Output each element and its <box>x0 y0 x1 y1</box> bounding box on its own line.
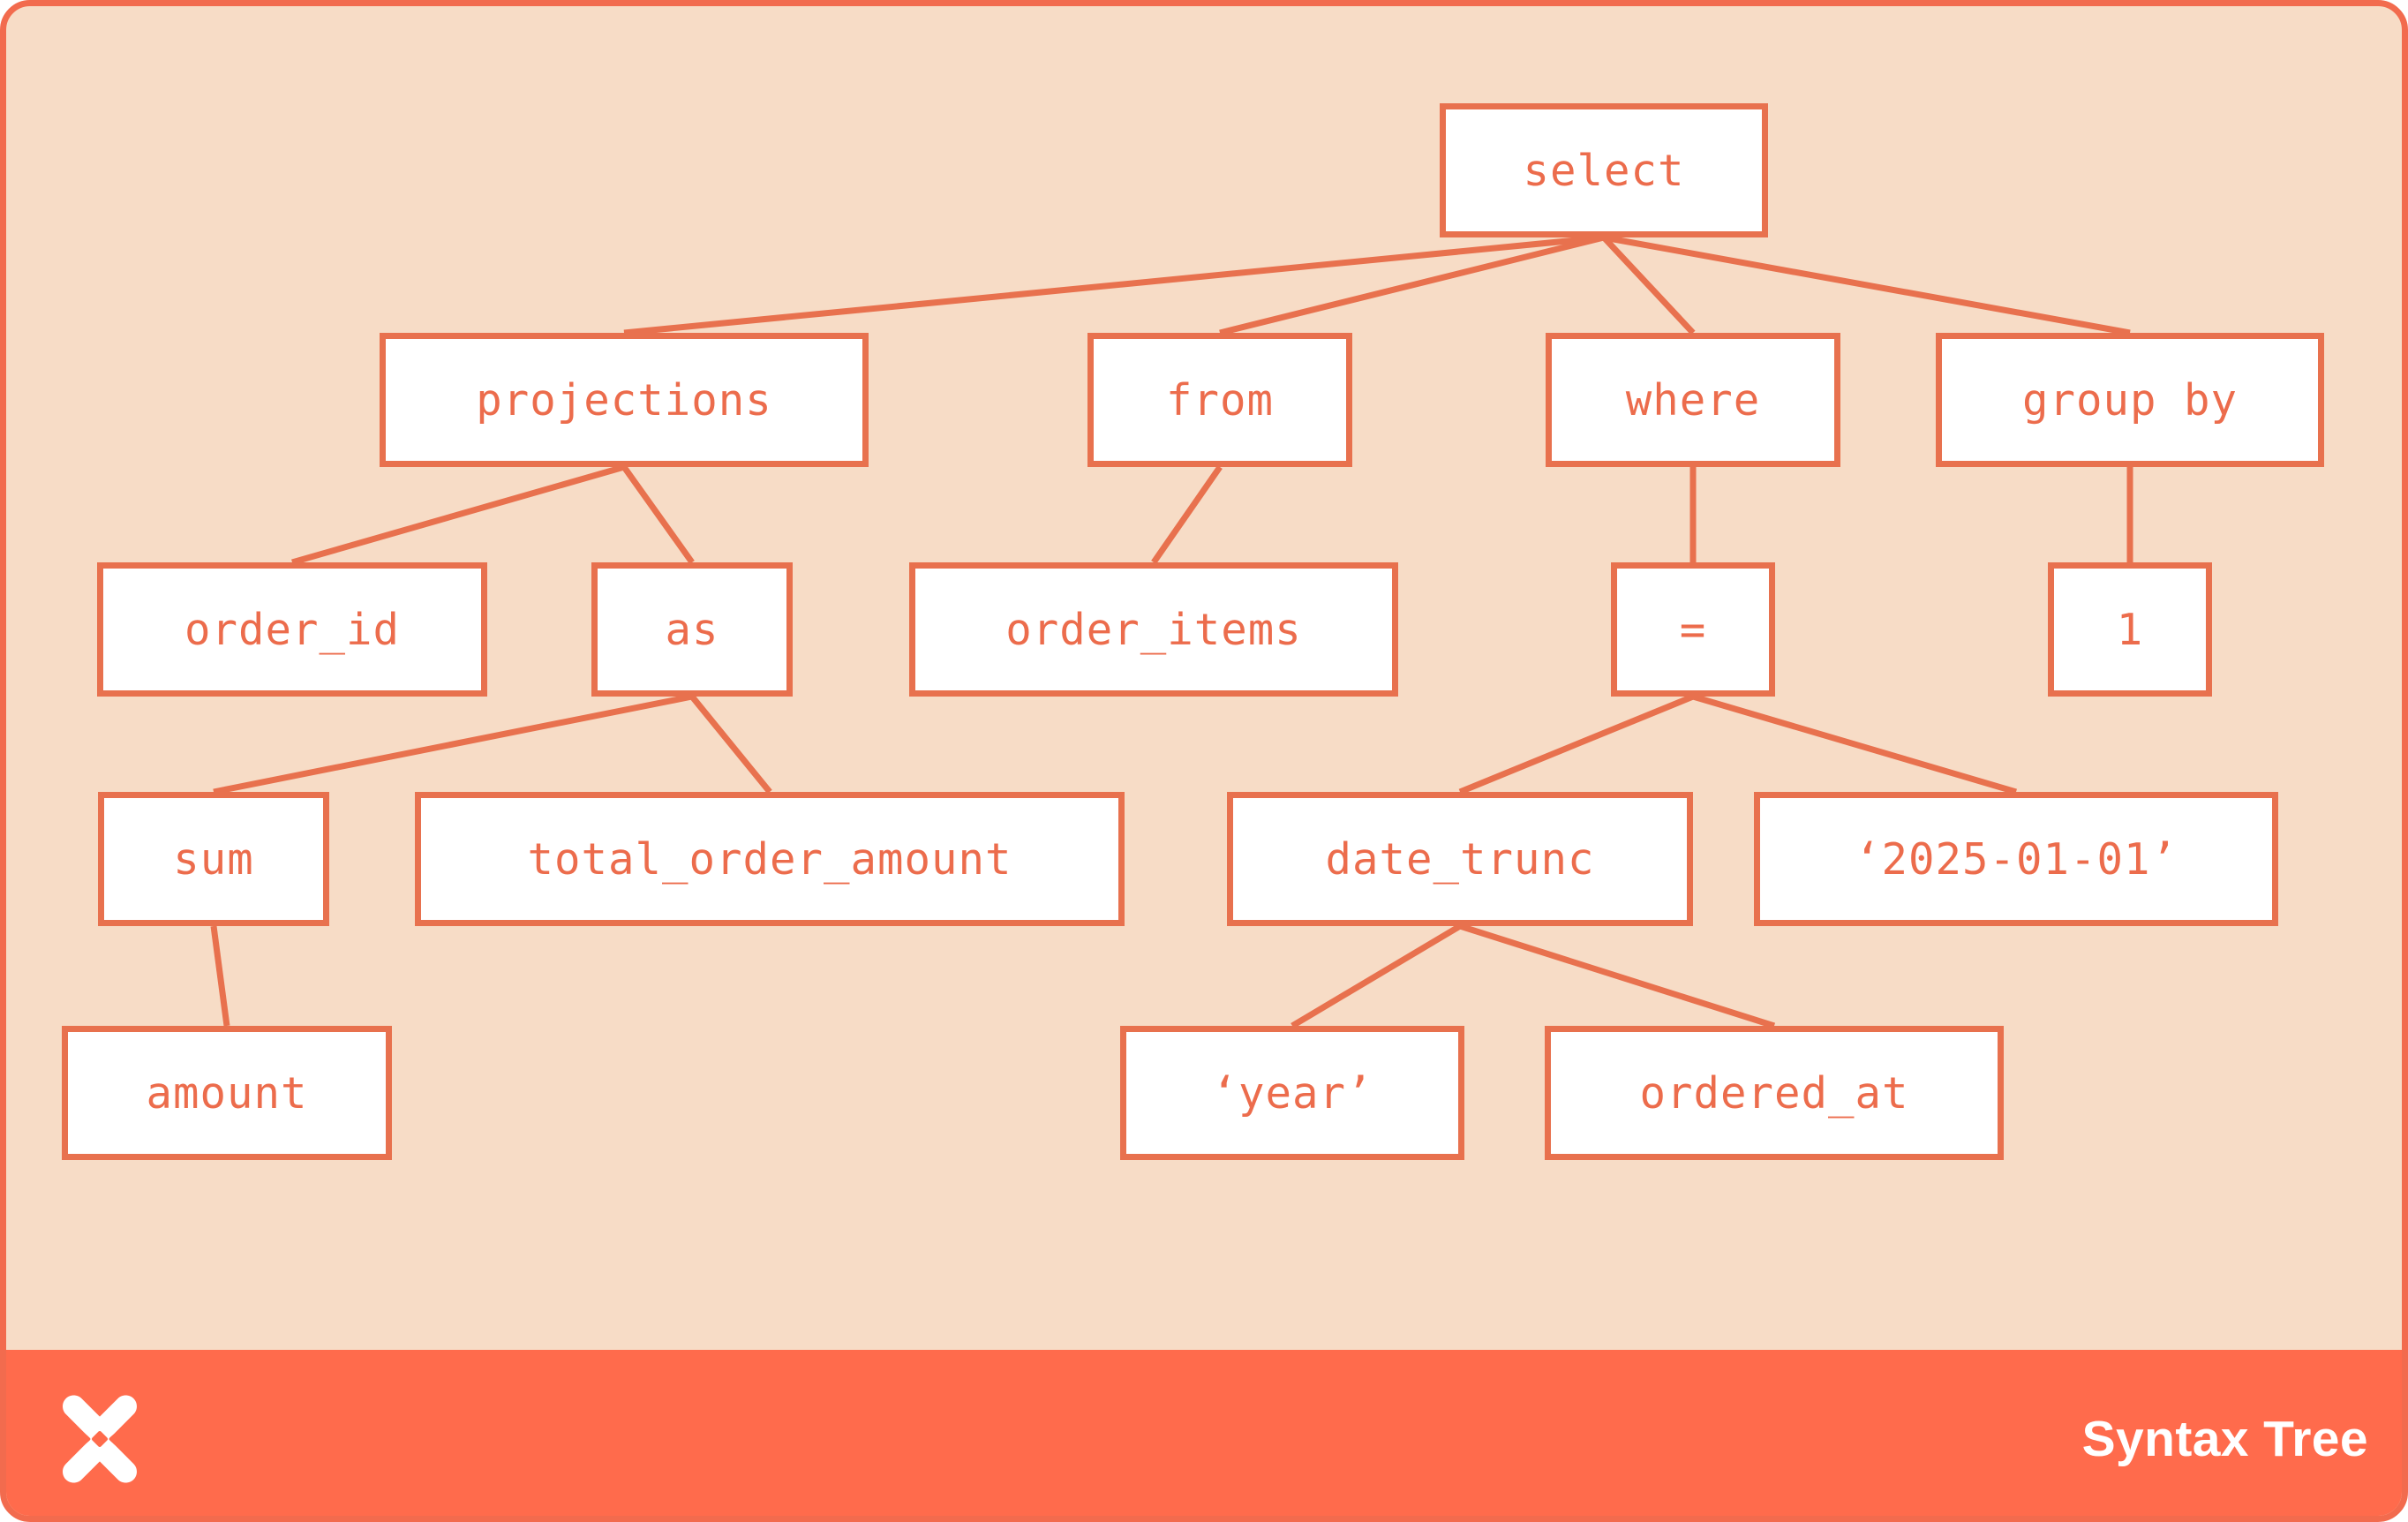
tree-node-amount[interactable]: amount <box>62 1026 392 1160</box>
tree-node-year_literal[interactable]: ‘year’ <box>1120 1026 1464 1160</box>
tree-node-label: where <box>1625 374 1761 426</box>
tree-node-from[interactable]: from <box>1087 333 1352 467</box>
tree-node-select[interactable]: select <box>1440 103 1768 237</box>
tree-node-label: ‘year’ <box>1211 1067 1373 1119</box>
tree-node-label: projections <box>476 374 772 426</box>
tree-node-label: from <box>1165 374 1274 426</box>
tree-edge <box>1458 693 1695 795</box>
tree-edge <box>1458 923 1776 1029</box>
tree-node-label: ‘2025-01-01’ <box>1854 833 2178 885</box>
tree-edge <box>1291 923 1462 1029</box>
tree-node-label: as <box>665 604 719 655</box>
tree-edge <box>1219 234 1605 336</box>
tree-edge <box>213 693 693 795</box>
tree-node-label: ordered_at <box>1639 1067 1909 1119</box>
tree-node-ordered_at[interactable]: ordered_at <box>1545 1026 2004 1160</box>
tree-node-label: order_id <box>184 604 400 655</box>
tree-node-order_id[interactable]: order_id <box>97 562 487 697</box>
four-pointed-star-logo <box>52 1391 147 1487</box>
tree-edges <box>210 234 2133 1029</box>
tree-node-sum[interactable]: sum <box>98 792 329 926</box>
tree-node-label: select <box>1523 145 1685 196</box>
tree-edge <box>621 464 695 565</box>
tree-node-label: group by <box>2021 374 2238 426</box>
footer-bar: Syntax Tree <box>6 1350 2402 1516</box>
tree-node-projections[interactable]: projections <box>380 333 869 467</box>
tree-node-label: order_items <box>1005 604 1302 655</box>
tree-edge <box>623 234 1605 336</box>
tree-edge <box>210 925 230 1027</box>
tree-edge <box>1601 235 1696 335</box>
tree-edge <box>1603 234 2131 336</box>
tree-node-label: amount <box>146 1067 308 1119</box>
tree-node-label: total_order_amount <box>527 833 1012 885</box>
tree-canvas: select projections from where group by order_… <box>6 6 2402 1350</box>
tree-node-as[interactable]: as <box>591 562 793 697</box>
tree-node-total_order_amount[interactable]: total_order_amount <box>415 792 1125 926</box>
tree-node-where[interactable]: where <box>1546 333 1840 467</box>
tree-node-group_by[interactable]: group by <box>1936 333 2324 467</box>
tree-node-label: 1 <box>2116 604 2144 655</box>
tree-node-label: date_trunc <box>1325 833 1595 885</box>
footer-title: Syntax Tree <box>2081 1411 2368 1467</box>
tree-node-date_trunc[interactable]: date_trunc <box>1227 792 1693 926</box>
tree-node-date_literal[interactable]: ‘2025-01-01’ <box>1754 792 2278 926</box>
tree-node-label: = <box>1679 604 1707 655</box>
tree-edge <box>291 463 625 566</box>
tree-node-order_items[interactable]: order_items <box>909 562 1398 697</box>
tree-edge <box>1692 693 2017 795</box>
tree-edge <box>1151 465 1223 564</box>
tree-edge <box>689 694 772 795</box>
tree-node-eq[interactable]: = <box>1611 562 1775 697</box>
tree-node-label: sum <box>173 833 254 885</box>
tree-node-one[interactable]: 1 <box>2048 562 2212 697</box>
